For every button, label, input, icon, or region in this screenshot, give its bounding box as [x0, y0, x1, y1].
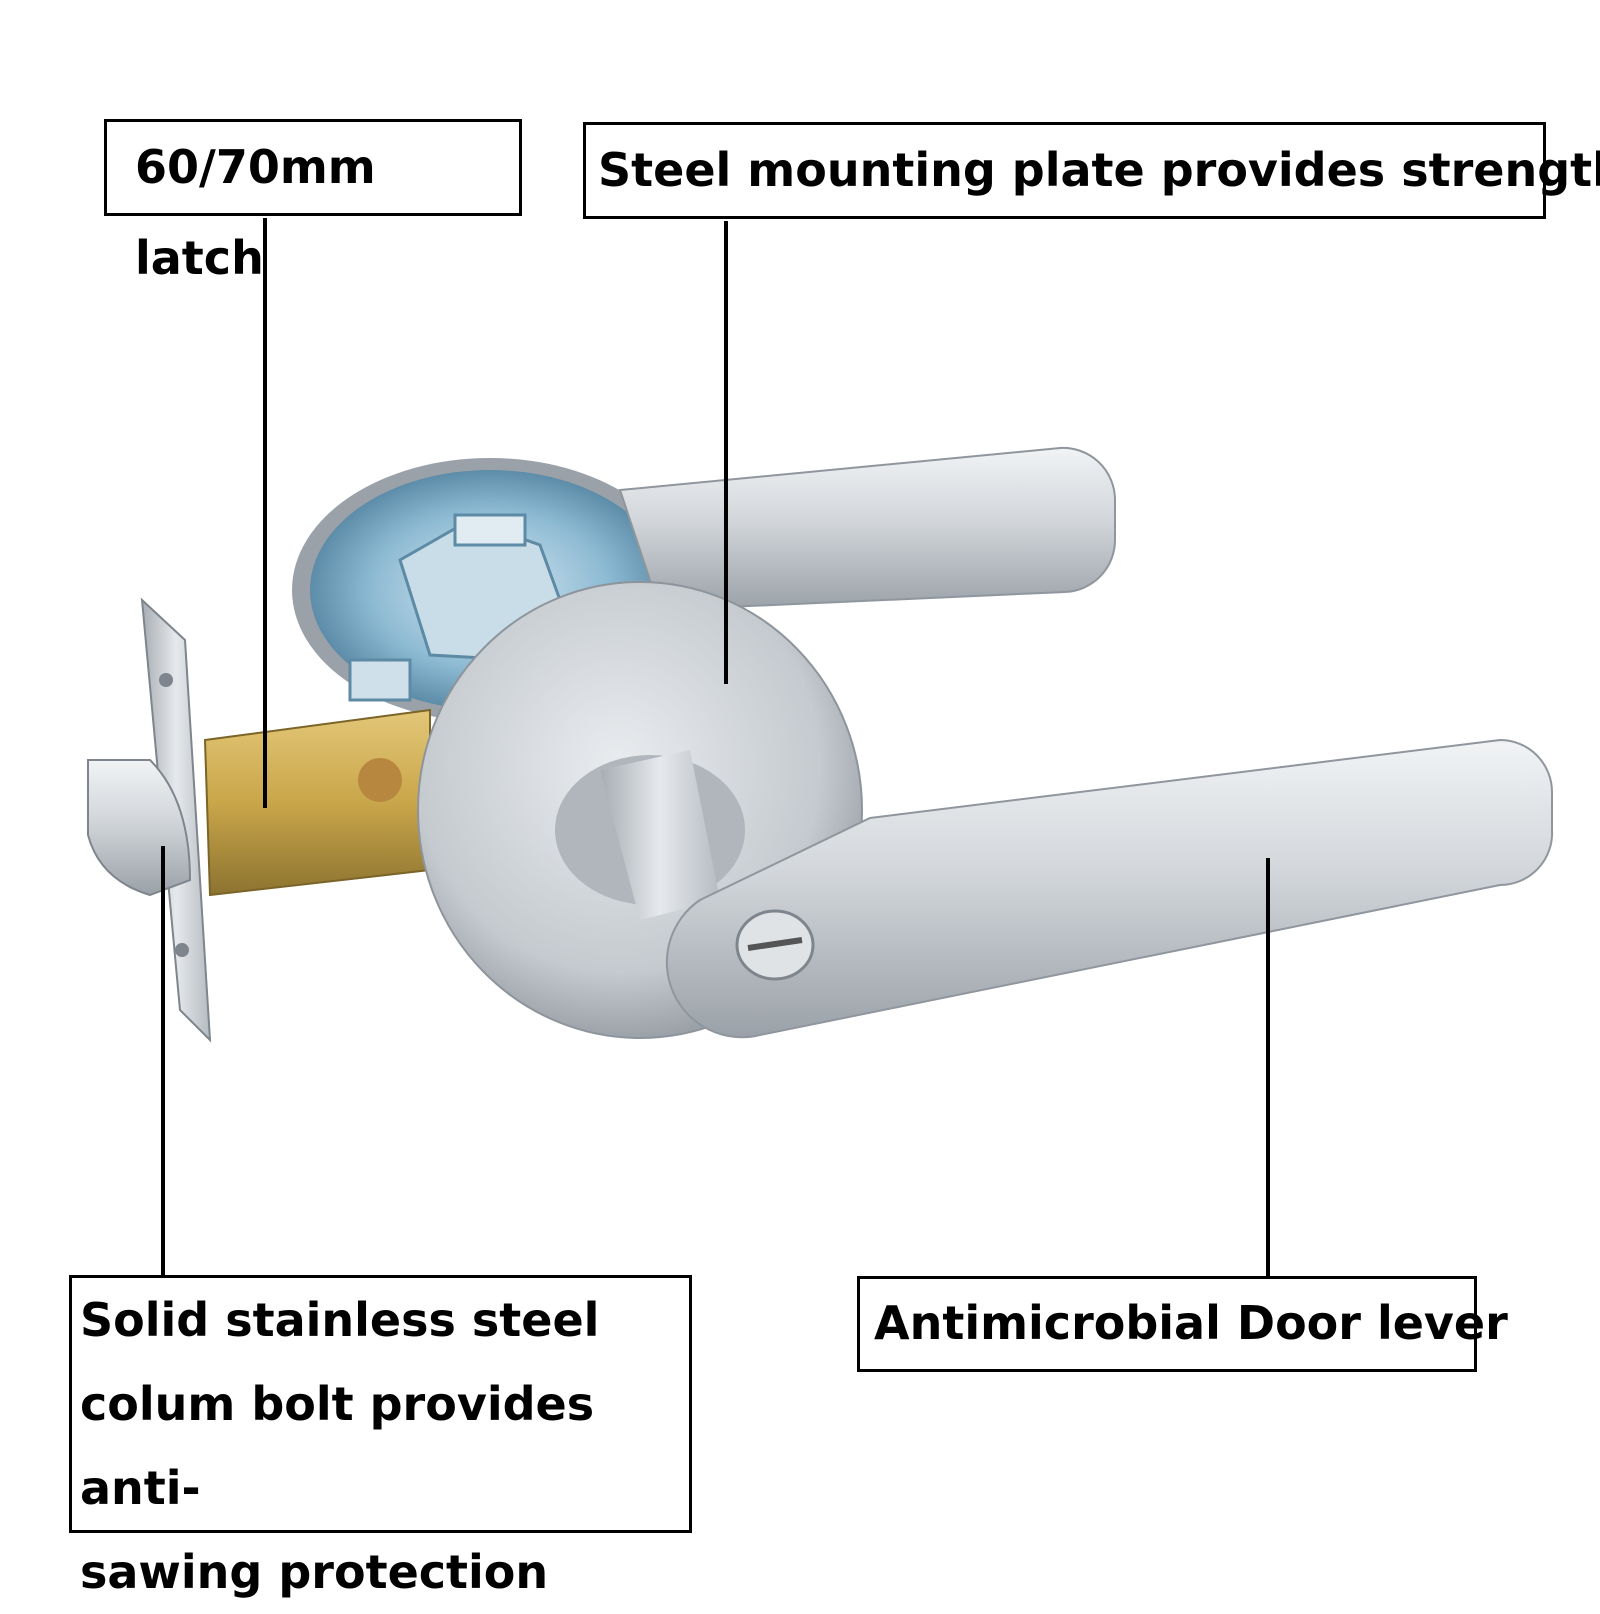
- callout-latch-text: 60/70mm latch: [135, 140, 376, 285]
- callout-plate-text: Steel mounting plate provides strength: [598, 143, 1600, 197]
- callout-lever-text: Antimicrobial Door lever: [874, 1296, 1508, 1350]
- callout-bolt-line-3: sawing protection: [80, 1545, 549, 1599]
- callout-bolt-line-1: Solid stainless steel: [80, 1293, 600, 1347]
- front-lever: [555, 738, 1554, 1039]
- back-lever: [618, 446, 1117, 612]
- callout-column-bolt: Solid stainless steel colum bolt provide…: [69, 1275, 692, 1599]
- callout-mounting-plate: Steel mounting plate provides strength: [583, 122, 1600, 219]
- callout-door-lever: Antimicrobial Door lever: [857, 1276, 1508, 1372]
- brass-latch-tube: [203, 708, 431, 897]
- callout-latch: 60/70mm latch: [104, 119, 522, 285]
- callout-bolt-line-2: colum bolt provides anti-: [80, 1377, 595, 1515]
